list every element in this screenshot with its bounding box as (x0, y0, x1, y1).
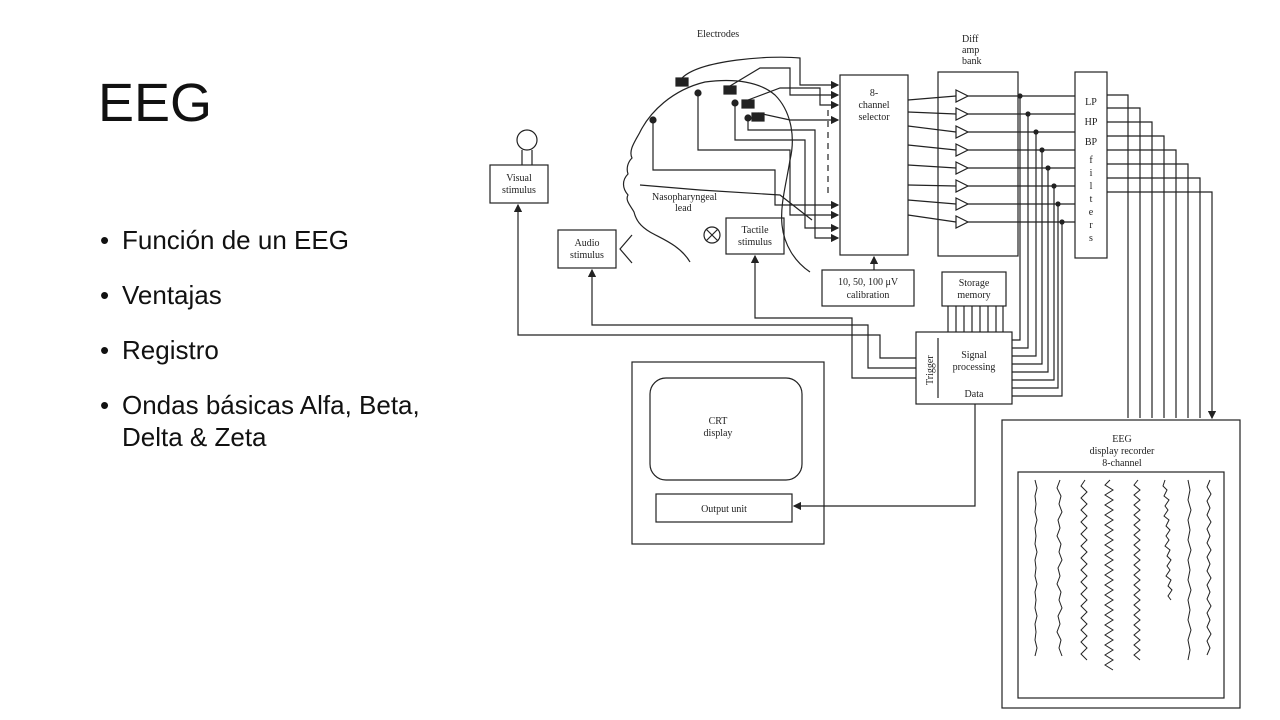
data-label: Data (965, 389, 984, 400)
diff-amp-label: Diff (962, 34, 979, 45)
crt-display-label: display (704, 428, 733, 439)
recorder-label: display recorder (1090, 446, 1155, 457)
filters-letter: r (1089, 220, 1093, 231)
nasopharyngeal-label: lead (675, 203, 692, 214)
filters-letter: t (1090, 194, 1093, 205)
head-profile (622, 79, 811, 273)
eeg-traces (1034, 479, 1212, 671)
visual-stimulus-label: stimulus (502, 185, 536, 196)
nasopharyngeal-label: Nasopharyngeal (652, 192, 717, 203)
eeg-system-diagram: Electrodes Diff amp bank 8- channel sele… (470, 0, 1280, 720)
filters-letter: e (1089, 207, 1094, 218)
trigger-label: Trigger (925, 355, 936, 385)
electrodes-label: Electrodes (697, 29, 739, 40)
diff-amp-label: bank (962, 56, 981, 67)
calibration-label: 10, 50, 100 μV (838, 277, 899, 288)
tactile-symbol-icon (703, 226, 721, 244)
channel-selector-label: channel (858, 100, 889, 111)
amplifier-triangles (955, 89, 970, 229)
channel-selector-label: selector (858, 112, 890, 123)
bullet-list: Función de un EEG Ventajas Registro Onda… (100, 224, 430, 476)
bullet-item: Función de un EEG (100, 224, 430, 256)
filters-letter: i (1090, 168, 1093, 179)
calibration-box (821, 269, 915, 307)
calibration-label: calibration (847, 290, 890, 301)
recorder-label: 8-channel (1102, 458, 1142, 469)
bullet-item: Registro (100, 334, 430, 366)
filters-box (1074, 71, 1108, 259)
filters-letter: s (1089, 233, 1093, 244)
slide-title: EEG (98, 73, 213, 133)
electrode-3 (741, 99, 755, 109)
signal-processing-label: processing (953, 362, 996, 373)
recorder-chart-area (1017, 471, 1225, 699)
storage-memory-label: Storage (959, 278, 990, 289)
eeg-block-diagram-svg: Electrodes Diff amp bank 8- channel sele… (489, 29, 1241, 709)
filters-letter: l (1090, 181, 1093, 192)
bullet-item: Ondas básicas Alfa, Beta, Delta & Zeta (100, 389, 430, 453)
electrode-2 (723, 85, 737, 95)
tactile-stimulus-box (725, 217, 785, 255)
storage-memory-box (941, 271, 1007, 307)
electrode-1 (675, 77, 689, 87)
diff-amp-bank-box (937, 71, 1019, 257)
filter-hp-label: HP (1085, 117, 1098, 128)
filter-lp-label: LP (1085, 97, 1097, 108)
filters-letter: f (1089, 155, 1093, 166)
tactile-stimulus-label: Tactile (741, 225, 769, 236)
output-unit-box (655, 493, 793, 523)
storage-memory-label: memory (957, 290, 990, 301)
recorder-label: EEG (1112, 434, 1131, 445)
visual-stimulus-label: Visual (506, 173, 532, 184)
bullet-item: Ventajas (100, 279, 430, 311)
channel-selector-label: 8- (870, 88, 878, 99)
output-unit-label: Output unit (701, 504, 747, 515)
audio-stimulus-label: stimulus (570, 250, 604, 261)
signal-processing-label: Signal (961, 350, 987, 361)
eeg-recorder-box (1001, 419, 1241, 709)
crt-monitor-box (631, 361, 825, 545)
diff-amp-label: amp (962, 45, 979, 56)
audio-stimulus-box (557, 229, 617, 269)
crt-display-label: CRT (709, 416, 728, 427)
filter-bp-label: BP (1085, 137, 1098, 148)
tactile-stimulus-label: stimulus (738, 237, 772, 248)
lamp-icon (516, 129, 538, 151)
visual-stimulus-box (489, 164, 549, 204)
crt-screen (649, 377, 803, 481)
audio-stimulus-label: Audio (575, 238, 600, 249)
